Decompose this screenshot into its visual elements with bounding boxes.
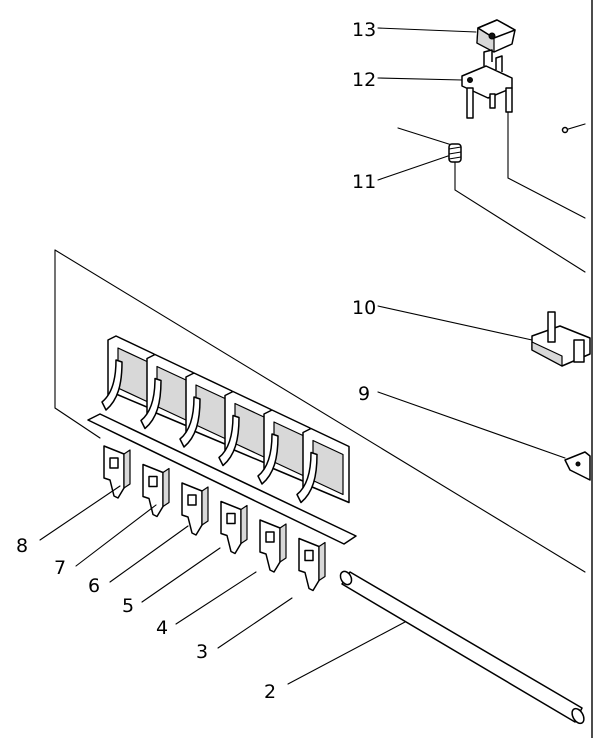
- callout-11: 11: [352, 171, 376, 193]
- part-2-rod: [339, 570, 585, 725]
- mounting-panel: [54, 249, 586, 573]
- button-base-strip: [87, 413, 357, 545]
- part-9-plate: [564, 451, 591, 481]
- button-housing-part-4: [257, 409, 311, 573]
- part-12-bracket: [461, 49, 513, 119]
- callout-3: 3: [196, 641, 208, 663]
- callout-12: 12: [352, 69, 376, 91]
- part-10-slider-clip: [531, 311, 591, 367]
- callout-9: 9: [358, 383, 370, 405]
- callout-2: 2: [264, 681, 276, 703]
- callout-13: 13: [352, 19, 376, 41]
- button-housing-part-8: [101, 335, 155, 499]
- callout-labels: 13 12 11 10 9 2 3 4 5 6 7 8: [16, 19, 376, 703]
- callout-10: 10: [352, 297, 376, 319]
- button-housing-part-5: [218, 390, 272, 555]
- callout-5: 5: [122, 595, 134, 617]
- assembly-guide-lines: [397, 109, 586, 273]
- button-housing-part-6: [179, 372, 233, 536]
- part-13-cap: [476, 19, 516, 53]
- callout-4: 4: [156, 617, 168, 639]
- button-housing-part-3: [296, 427, 350, 592]
- push-button-bank: [87, 335, 357, 592]
- part-11-spring: [448, 143, 462, 163]
- callout-7: 7: [54, 557, 66, 579]
- callout-6: 6: [88, 575, 100, 597]
- callout-leader-lines: [39, 27, 566, 685]
- callout-8: 8: [16, 535, 28, 557]
- button-housing-part-7: [140, 353, 194, 518]
